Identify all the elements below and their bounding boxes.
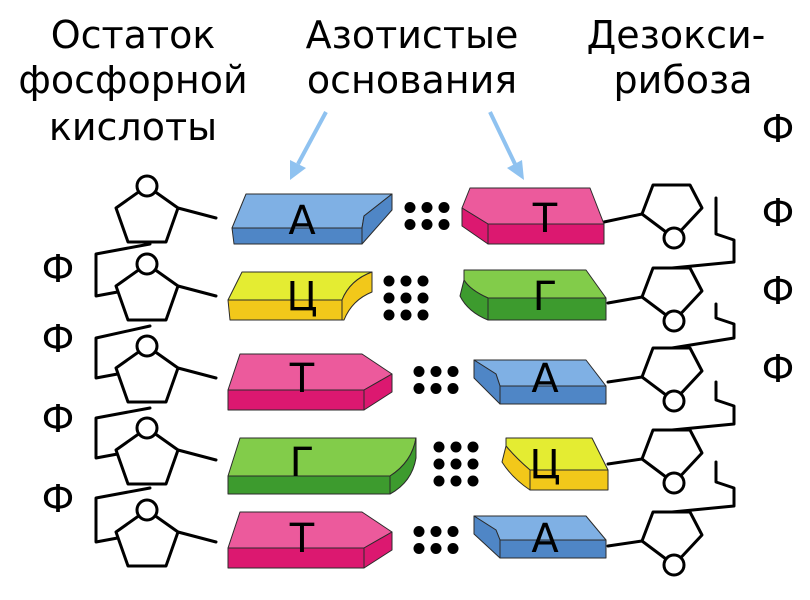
hydrogen-bond-dot xyxy=(447,526,459,537)
hydrogen-bond-dot xyxy=(447,543,459,554)
nucleotide-base: А xyxy=(231,193,393,245)
hydrogen-bond-dot xyxy=(430,543,442,554)
sugar-ring xyxy=(640,346,704,413)
nucleotide-base: Ц xyxy=(501,437,609,491)
nucleotide-base: А xyxy=(473,356,607,405)
hydrogen-bonds xyxy=(413,366,459,394)
hydrogen-bond-dot xyxy=(383,292,395,304)
phosphate-label: Ф xyxy=(762,107,795,151)
hydrogen-bond-dot xyxy=(383,275,395,287)
hydrogen-bond-dot xyxy=(447,366,459,377)
hydrogen-bond-dot xyxy=(450,458,462,470)
nucleotide-base: Т xyxy=(461,187,605,245)
hydrogen-bond-dot xyxy=(413,543,425,554)
base-letter: Г xyxy=(533,274,557,320)
base-pair: Т А xyxy=(227,511,607,569)
sugar-ring xyxy=(114,174,180,244)
base-pair: Г Ц xyxy=(227,437,609,495)
hydrogen-bond-dot xyxy=(400,309,412,321)
header-bases-line1: Азотистые xyxy=(306,13,519,57)
header-phosphate-line3: кислоты xyxy=(49,105,217,149)
hydrogen-bond-dot xyxy=(400,292,412,304)
phosphate-label: Ф xyxy=(762,269,795,313)
sugar-ring xyxy=(640,510,704,577)
hydrogen-bond-dot xyxy=(447,383,459,394)
hydrogen-bond-dot xyxy=(430,526,442,537)
base-letter: Т xyxy=(532,196,558,242)
sugar-ring xyxy=(640,266,704,333)
sugar-ring xyxy=(640,183,704,250)
nucleotide-base: Т xyxy=(227,353,393,411)
header-deoxyribose-line1: Дезокси- xyxy=(587,13,766,57)
base-letter: А xyxy=(531,516,559,562)
hydrogen-bond-dot xyxy=(467,441,479,453)
arrow-to-left-base xyxy=(290,111,328,180)
hydrogen-bond-dot xyxy=(417,292,429,304)
base-letter: Ц xyxy=(529,442,560,488)
right-backbone: Ф Ф Ф Ф xyxy=(602,107,795,577)
hydrogen-bond-dot xyxy=(430,383,442,394)
hydrogen-bond-dot xyxy=(404,202,416,213)
hydrogen-bonds xyxy=(383,275,429,321)
header-bases-line2: основания xyxy=(307,58,517,102)
base-letter: Т xyxy=(289,516,315,562)
hydrogen-bond-dot xyxy=(450,441,462,453)
header-phosphate-line2: фосфорной xyxy=(18,58,247,102)
header-deoxyribose-line2: рибоза xyxy=(614,58,753,102)
base-letter: А xyxy=(288,198,316,244)
base-letter: Г xyxy=(290,440,314,486)
hydrogen-bond-dot xyxy=(467,475,479,487)
hydrogen-bonds xyxy=(413,526,459,554)
hydrogen-bond-dot xyxy=(383,309,395,321)
phosphate-label: Ф xyxy=(42,397,75,441)
nucleotide-base: А xyxy=(473,515,607,562)
nucleotide-base: Г xyxy=(459,269,607,321)
phosphate-label: Ф xyxy=(762,191,795,235)
hydrogen-bond-dot xyxy=(417,309,429,321)
base-pair: Ц Г xyxy=(227,269,607,321)
base-letter: А xyxy=(531,356,559,402)
hydrogen-bond-dot xyxy=(438,219,450,230)
hydrogen-bond-dot xyxy=(433,475,445,487)
sugar-ring xyxy=(114,334,180,404)
hydrogen-bond-dot xyxy=(433,458,445,470)
hydrogen-bond-dot xyxy=(421,202,433,213)
hydrogen-bonds xyxy=(433,441,479,487)
hydrogen-bond-dot xyxy=(467,458,479,470)
hydrogen-bond-dot xyxy=(413,383,425,394)
base-letter: Т xyxy=(289,356,315,402)
sugar-ring xyxy=(640,428,704,495)
phosphate-label: Ф xyxy=(42,477,75,521)
phosphate-label: Ф xyxy=(42,247,75,291)
hydrogen-bond-dot xyxy=(421,219,433,230)
base-pair: А Т xyxy=(231,187,605,245)
hydrogen-bond-dot xyxy=(404,219,416,230)
sugar-ring xyxy=(114,252,180,322)
hydrogen-bond-dot xyxy=(450,475,462,487)
nucleotide-base: Ц xyxy=(227,271,373,321)
phosphate-label: Ф xyxy=(42,317,75,361)
sugar-ring xyxy=(114,498,180,568)
arrow-to-right-base xyxy=(488,111,524,180)
header-phosphate-line1: Остаток xyxy=(51,13,216,57)
nucleotide-base: Т xyxy=(227,511,393,569)
phosphate-label: Ф xyxy=(762,347,795,391)
hydrogen-bond-dot xyxy=(430,366,442,377)
hydrogen-bond-dot xyxy=(400,275,412,287)
nucleotide-base: Г xyxy=(227,437,417,495)
base-pair: Т А xyxy=(227,353,607,411)
left-backbone: Ф Ф Ф Ф xyxy=(42,174,218,568)
hydrogen-bond-dot xyxy=(438,202,450,213)
hydrogen-bond-dot xyxy=(413,366,425,377)
hydrogen-bond-dot xyxy=(433,441,445,453)
hydrogen-bond-dot xyxy=(417,275,429,287)
sugar-ring xyxy=(114,416,180,486)
hydrogen-bond-dot xyxy=(413,526,425,537)
hydrogen-bonds xyxy=(404,202,450,230)
base-letter: Ц xyxy=(286,274,317,320)
